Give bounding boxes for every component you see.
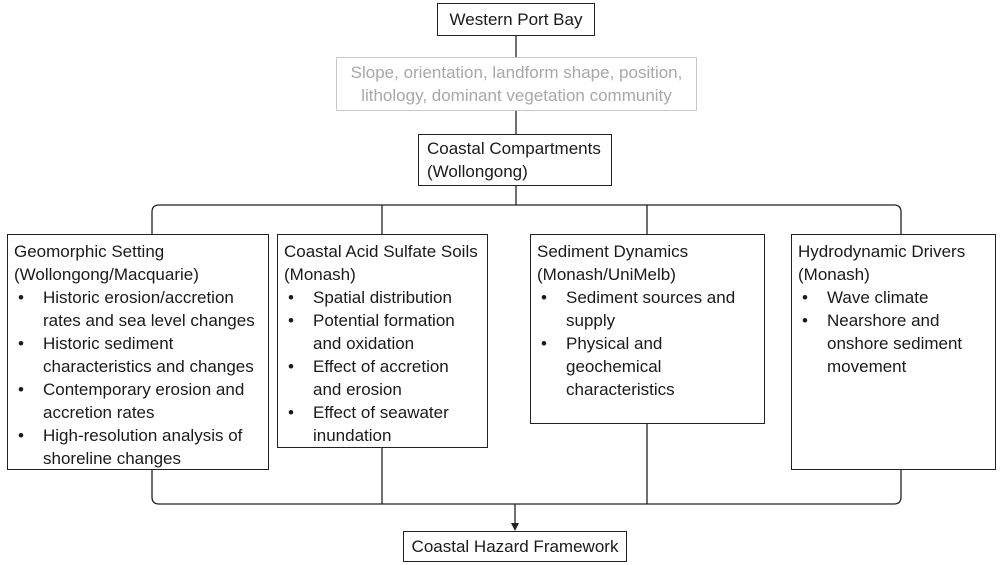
bullet-icon: • — [288, 357, 294, 376]
attributes-line-2: lithology, dominant vegetation community — [361, 86, 672, 105]
attributes-line-1: Slope, orientation, landform shape, posi… — [350, 63, 683, 82]
bullet-icon: • — [541, 334, 547, 353]
list-item-text: Physical and geochemical characteristics — [566, 334, 675, 399]
bullet-icon: • — [802, 288, 808, 307]
branch-subtitle: (Monash/UniMelb) — [537, 265, 676, 284]
bullet-icon: • — [18, 334, 24, 353]
attributes-node: Slope, orientation, landform shape, posi… — [336, 57, 697, 111]
root-node: Western Port Bay — [437, 3, 595, 36]
output-node: Coastal Hazard Framework — [403, 531, 627, 562]
list-item-text: Potential formation and oxidation — [313, 311, 455, 353]
list-item-text: Historic erosion/accretion rates and sea… — [43, 288, 255, 330]
list-item: • Spatial distribution — [284, 286, 481, 309]
bullet-icon: • — [288, 288, 294, 307]
bullet-icon: • — [18, 288, 24, 307]
branch-sediment-dynamics: Sediment Dynamics (Monash/UniMelb) • Sedi… — [530, 234, 765, 424]
list-item: • Historic sediment characteristics and c… — [14, 332, 262, 378]
branch-list: • Spatial distribution • Potential formati… — [284, 286, 481, 447]
list-item-text: High-resolution analysis of shoreline ch… — [43, 426, 243, 468]
list-item-text: Historic sediment characteristics and ch… — [43, 334, 254, 376]
list-item: • Nearshore and onshore sediment movement — [798, 309, 989, 378]
bullet-icon: • — [288, 311, 294, 330]
branch-list: • Sediment sources and supply • Physical a… — [537, 286, 758, 401]
list-item: • High-resolution analysis of shoreline c… — [14, 424, 262, 470]
compartments-node: Coastal Compartments (Wollongong) — [418, 134, 612, 186]
connector-bottom-bracket — [151, 470, 902, 505]
branch-subtitle: (Monash) — [284, 265, 356, 284]
branch-title: Sediment Dynamics — [537, 242, 689, 261]
bullet-icon: • — [288, 403, 294, 422]
compartments-line-1: Coastal Compartments — [427, 139, 601, 158]
branch-title: Geomorphic Setting — [14, 242, 165, 261]
list-item-text: Effect of seawater inundation — [313, 403, 449, 445]
list-item: • Wave climate — [798, 286, 989, 309]
output-node-label: Coastal Hazard Framework — [411, 536, 619, 556]
list-item: • Physical and geochemical characteristic… — [537, 332, 758, 401]
list-item-text: Wave climate — [827, 288, 929, 307]
list-item-text: Spatial distribution — [313, 288, 452, 307]
branch-coastal-acid-sulfate-soils: Coastal Acid Sulfate Soils (Monash) • Spa… — [277, 234, 488, 448]
bullet-icon: • — [541, 288, 547, 307]
list-item: • Effect of seawater inundation — [284, 401, 481, 447]
list-item: • Effect of accretion and erosion — [284, 355, 481, 401]
list-item: • Potential formation and oxidation — [284, 309, 481, 355]
bullet-icon: • — [18, 380, 24, 399]
list-item-text: Nearshore and onshore sediment movement — [827, 311, 963, 376]
branch-hydrodynamic-drivers: Hydrodynamic Drivers (Monash) • Wave clim… — [791, 234, 996, 470]
list-item: • Historic erosion/accretion rates and se… — [14, 286, 262, 332]
connector-top-bracket — [151, 204, 902, 234]
compartments-line-2: (Wollongong) — [427, 161, 528, 181]
list-item: • Contemporary erosion and accretion rate… — [14, 378, 262, 424]
list-item-text: Sediment sources and supply — [566, 288, 736, 330]
branch-title: Coastal Acid Sulfate Soils — [284, 242, 478, 261]
list-item: • Sediment sources and supply — [537, 286, 758, 332]
list-item-text: Contemporary erosion and accretion rates — [43, 380, 245, 422]
branch-geomorphic-setting: Geomorphic Setting (Wollongong/Macquarie… — [7, 234, 269, 470]
branch-list: • Historic erosion/accretion rates and se… — [14, 286, 262, 470]
branch-subtitle: (Monash) — [798, 265, 870, 284]
list-item-text: Effect of accretion and erosion — [313, 357, 449, 399]
branch-list: • Wave climate • Nearshore and onshore sed… — [798, 286, 989, 378]
bullet-icon: • — [802, 311, 808, 330]
bullet-icon: • — [18, 426, 24, 445]
branch-subtitle: (Wollongong/Macquarie) — [14, 265, 199, 284]
branch-title: Hydrodynamic Drivers — [798, 242, 966, 261]
root-node-label: Western Port Bay — [449, 9, 583, 29]
